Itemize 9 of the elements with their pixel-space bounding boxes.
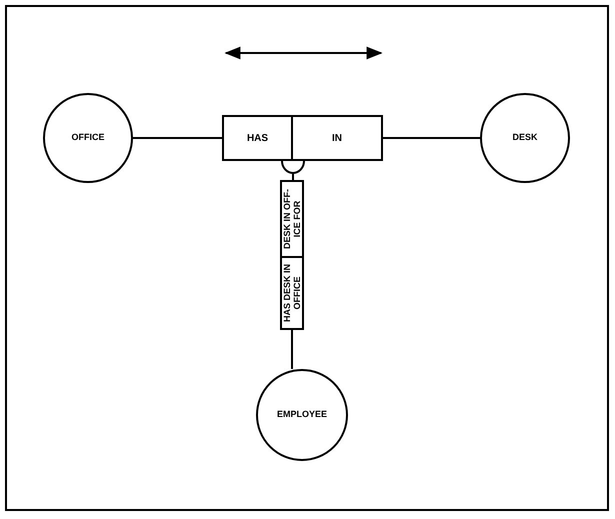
uniqueness-semicircle bbox=[281, 161, 305, 174]
connector-line bbox=[383, 137, 480, 139]
connector-line bbox=[133, 137, 222, 139]
connector-line bbox=[292, 174, 294, 180]
reading-box: DESK IN OFF- ICE FOR bbox=[280, 180, 304, 258]
connector-line bbox=[291, 330, 293, 369]
reading-box: HAS DESK IN OFFICE bbox=[280, 258, 304, 330]
role-box: HAS bbox=[222, 115, 293, 161]
role-box: IN bbox=[293, 115, 383, 161]
